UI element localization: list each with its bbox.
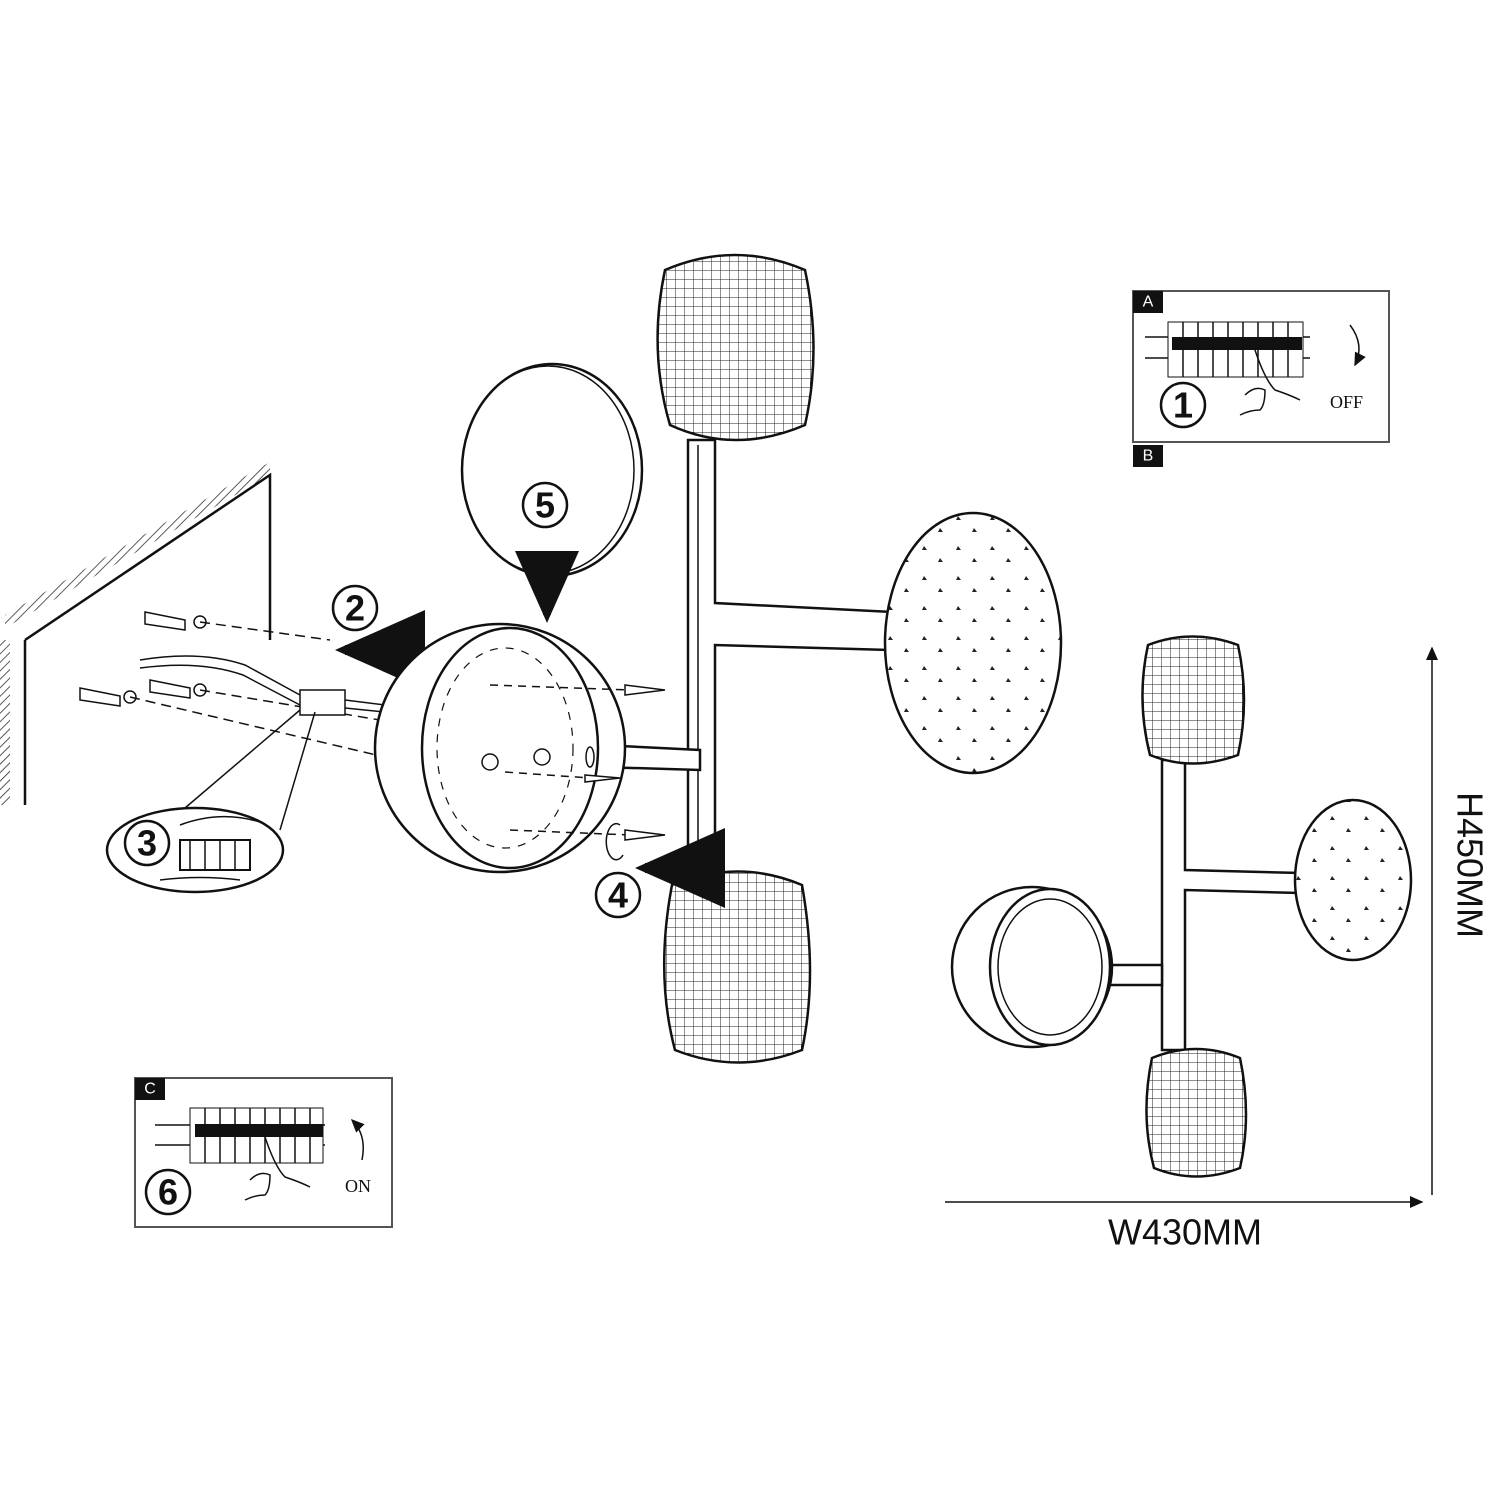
main-fixture [373, 253, 1063, 1064]
assembled-fixture [950, 635, 1413, 1178]
breaker-icon [1145, 321, 1310, 416]
top-shade [1141, 635, 1246, 765]
bottom-shade [662, 870, 812, 1064]
panel-tag-c: C [144, 1081, 156, 1098]
height-label: H450MM [1450, 792, 1491, 938]
rotate-up-arrow-icon [350, 1118, 365, 1161]
step-4-number: 4 [608, 875, 628, 916]
step-3-terminal-inset: 3 [105, 709, 316, 894]
breaker-panel-off: A B 1 OFF [1132, 290, 1390, 467]
step-3-number: 3 [137, 823, 157, 864]
dimension-width: W430MM [945, 1196, 1424, 1253]
cover-disc: 5 [460, 362, 644, 623]
step-6-number: 6 [158, 1172, 178, 1213]
step-1-number: 1 [1173, 385, 1193, 426]
top-shade [656, 253, 815, 442]
dimension-height: H450MM [1426, 646, 1491, 1195]
supply-cable [139, 655, 386, 716]
rotate-down-arrow-icon [1349, 324, 1366, 367]
step-2: 2 [331, 584, 425, 690]
wall [0, 462, 441, 805]
step-5-number: 5 [535, 485, 555, 526]
side-shade [883, 511, 1063, 775]
width-label: W430MM [1108, 1212, 1262, 1253]
breaker-panel-on: C 6 ON [134, 1077, 393, 1228]
off-label: OFF [1330, 392, 1363, 412]
panel-tag-b: B [1143, 448, 1154, 465]
breaker-icon [155, 1107, 325, 1201]
bottom-shade [1145, 1047, 1248, 1178]
on-label: ON [345, 1176, 371, 1196]
side-shade [1293, 798, 1413, 962]
panel-tag-a: A [1143, 294, 1154, 311]
step-2-number: 2 [345, 588, 365, 629]
step-4: 4 [594, 828, 725, 919]
